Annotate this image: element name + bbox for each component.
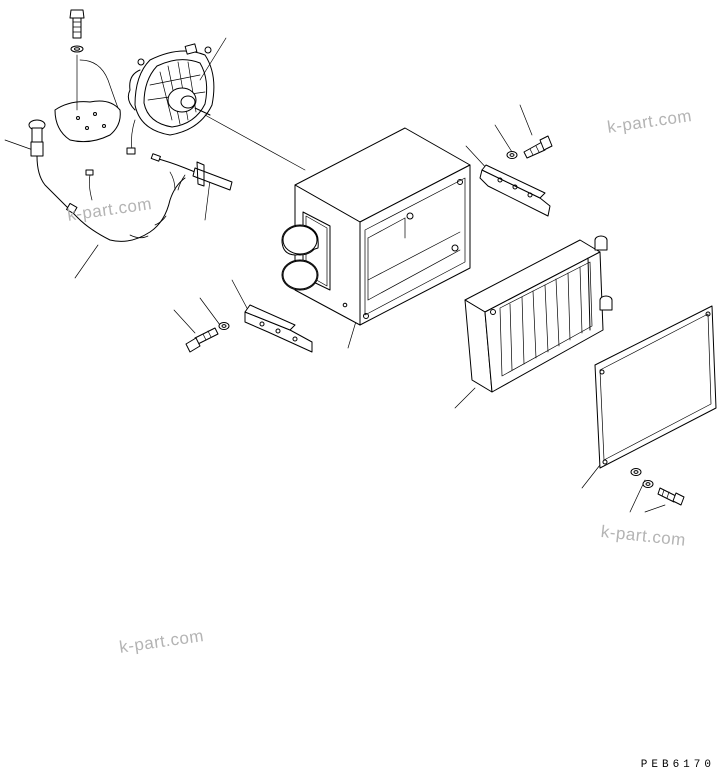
upper-mounting-bracket [479, 135, 553, 217]
lower-mounting-bracket [185, 304, 313, 353]
blower-fan-motor [126, 43, 215, 155]
resistor-unit [150, 153, 233, 191]
leader-lines [4, 37, 666, 513]
cover-plate [594, 305, 717, 469]
wiring-harness [28, 119, 186, 242]
heater-core [464, 235, 613, 393]
motor-bracket [54, 9, 121, 143]
cover-fasteners [630, 468, 685, 506]
drawing-code: PEB6170 [640, 759, 715, 771]
heater-case [281, 127, 471, 326]
